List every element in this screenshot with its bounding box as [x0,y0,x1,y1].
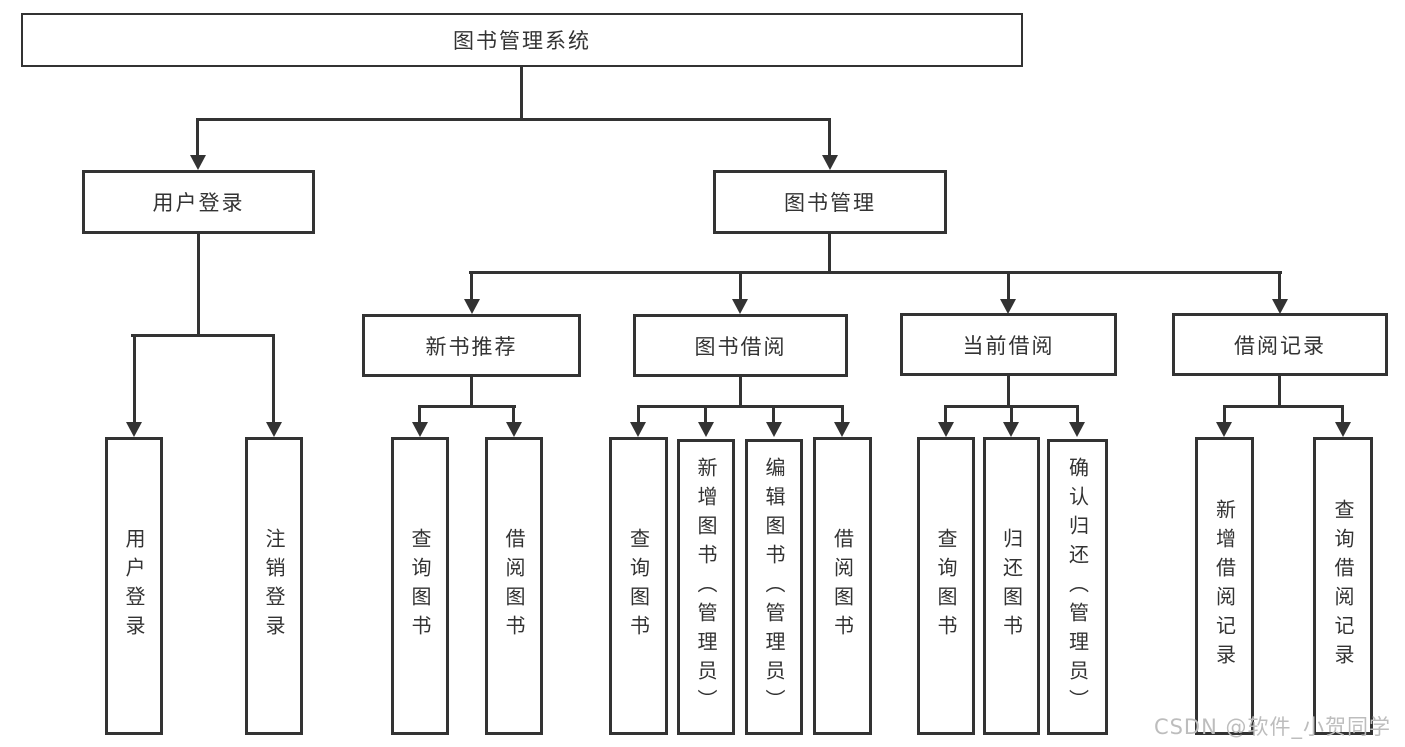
line-vertical [418,408,421,424]
line-horizontal [637,405,844,408]
line-vertical [1010,408,1013,424]
arrowhead-down-icon [190,155,206,170]
leaf-br-query-record: 查询借阅记录 [1313,437,1373,735]
line-vertical [470,274,473,301]
node-label: 借阅记录 [1234,333,1326,358]
line-vertical [196,121,199,157]
arrowhead-down-icon [938,422,954,437]
arrowhead-down-icon [1069,422,1085,437]
node-borrow-records: 借阅记录 [1172,313,1388,376]
arrowhead-down-icon [1003,422,1019,437]
line-vertical [197,234,200,336]
line-vertical [133,337,136,422]
arrowhead-down-icon [766,422,782,437]
line-horizontal [418,405,516,408]
line-vertical [512,408,515,424]
arrowhead-down-icon [698,422,714,437]
node-label: 新增借阅记录 [1212,499,1237,673]
node-label: 用户登录 [122,528,146,644]
node-new-book-recommend: 新书推荐 [362,314,581,377]
arrowhead-down-icon [126,422,142,437]
arrowhead-down-icon [822,155,838,170]
line-horizontal [469,271,1282,274]
line-horizontal [944,405,1079,408]
line-vertical [1223,408,1226,424]
node-label: 编辑图书（管理员） [762,456,786,718]
line-vertical [1007,274,1010,301]
leaf-bb-edit-books-admin: 编辑图书（管理员） [745,439,803,735]
line-vertical [704,408,707,424]
node-book-borrow: 图书借阅 [633,314,848,377]
node-label: 借阅图书 [830,528,855,644]
node-label: 当前借阅 [962,333,1055,358]
line-vertical [1076,408,1079,424]
line-vertical [841,408,844,424]
arrowhead-down-icon [1216,422,1232,437]
node-label: 图书管理 [784,191,876,215]
line-vertical [1278,376,1281,408]
line-vertical [470,377,473,408]
arrowhead-down-icon [506,422,522,437]
line-vertical [739,377,742,408]
arrowhead-down-icon [1272,299,1288,314]
node-label: 新增图书（管理员） [694,456,718,718]
leaf-bb-query-books: 查询图书 [609,437,668,735]
line-vertical [1341,408,1344,424]
line-horizontal [196,118,831,121]
watermark: CSDN @软件_小贺同学 [1153,715,1391,739]
leaf-cb-query-books: 查询图书 [917,437,975,735]
arrowhead-down-icon [464,299,480,314]
line-horizontal [1223,405,1344,408]
node-label: 借阅图书 [502,528,526,644]
leaf-cb-confirm-return-admin: 确认归还（管理员） [1047,439,1108,735]
node-label: 查询借阅记录 [1331,499,1355,673]
arrowhead-down-icon [630,422,646,437]
arrowhead-down-icon [412,422,428,437]
node-label: 归还图书 [999,528,1024,644]
line-horizontal [131,334,275,337]
leaf-logout: 注销登录 [245,437,303,735]
node-user-login: 用户登录 [82,170,315,234]
arrowhead-down-icon [1335,422,1351,437]
line-vertical [944,408,947,424]
line-vertical [828,121,831,157]
arrowhead-down-icon [732,299,748,314]
arrowhead-down-icon [1000,299,1016,314]
leaf-cb-return-books: 归还图书 [983,437,1040,735]
arrowhead-down-icon [266,422,282,437]
node-label: 图书借阅 [694,334,787,359]
line-vertical [739,274,742,301]
leaf-bb-add-books-admin: 新增图书（管理员） [677,439,735,735]
node-label: 图书管理系统 [453,29,591,53]
line-vertical [520,67,523,121]
node-label: 用户登录 [152,191,245,215]
leaf-nb-query-books: 查询图书 [391,437,449,735]
leaf-user-login: 用户登录 [105,437,163,735]
line-vertical [1278,274,1281,301]
line-vertical [637,408,640,424]
leaf-bb-borrow-books: 借阅图书 [813,437,872,735]
line-vertical [1007,376,1010,408]
arrowhead-down-icon [834,422,850,437]
node-library-management-system: 图书管理系统 [21,13,1023,67]
line-vertical [772,408,775,424]
node-label: 查询图书 [408,528,432,644]
node-label: 新书推荐 [425,334,518,359]
node-book-management: 图书管理 [713,170,947,234]
node-label: 注销登录 [262,528,286,644]
leaf-br-add-record: 新增借阅记录 [1195,437,1254,735]
line-vertical [272,337,275,422]
node-label: 查询图书 [934,528,958,644]
leaf-nb-borrow-books: 借阅图书 [485,437,543,735]
node-current-borrow: 当前借阅 [900,313,1117,376]
line-vertical [828,234,831,274]
node-label: 确认归还（管理员） [1065,456,1090,718]
node-label: 查询图书 [626,528,651,644]
